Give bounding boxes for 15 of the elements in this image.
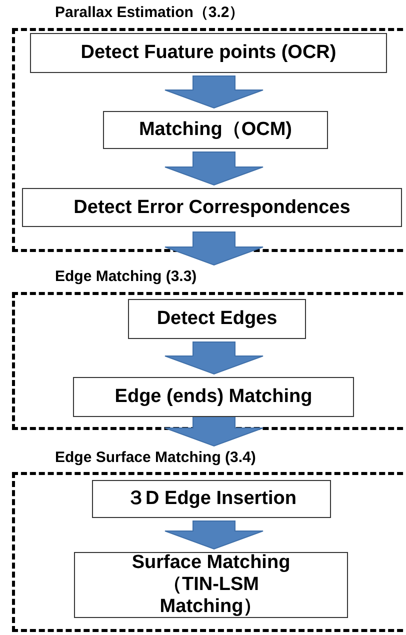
block-arrow (164, 232, 264, 266)
process-box: Detect Fuature points (OCR) (30, 33, 387, 73)
block-arrow (164, 520, 264, 550)
block-arrow (164, 342, 264, 375)
process-box: Detect Edges (128, 299, 306, 339)
group-heading: Parallax Estimation（3.2） (55, 4, 244, 22)
process-box: Edge (ends) Matching (73, 377, 354, 417)
process-box: Surface Matching （TIN-LSM Matching） (74, 552, 348, 618)
process-box: Matching（OCM) (103, 111, 328, 149)
block-arrow (164, 152, 264, 186)
process-box: Detect Error Correspondences (22, 188, 402, 227)
group-heading: Edge Matching (3.3) (55, 268, 197, 286)
process-box: ３D Edge Insertion (92, 480, 331, 518)
group-heading: Edge Surface Matching (3.4) (55, 449, 256, 467)
block-arrow (164, 76, 264, 109)
